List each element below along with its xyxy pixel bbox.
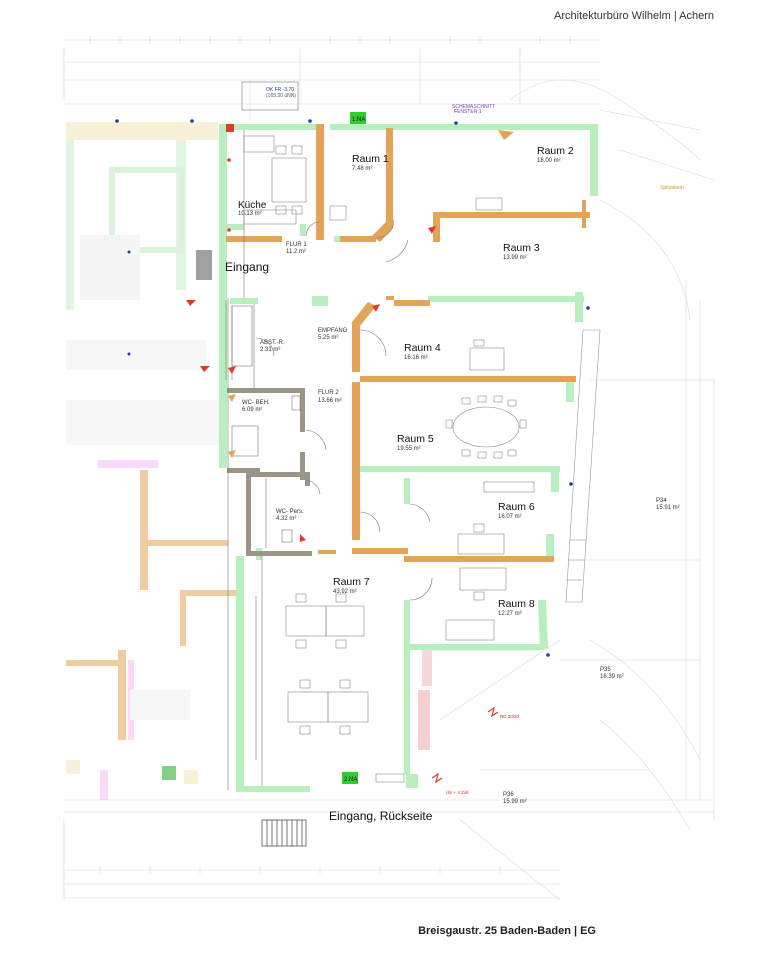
room-raum3: Raum 3 13.99 m² <box>503 242 540 261</box>
room-name: Raum 5 <box>397 433 434 445</box>
na-badge-2: 2.NA <box>342 772 358 784</box>
parcel-name: P34 <box>656 498 667 504</box>
room-name: Raum 7 <box>333 576 370 588</box>
schema-label: SCHEMASCHNITT <box>452 104 495 110</box>
project-address: Breisgaustr. 25 Baden-Baden | EG <box>418 925 596 937</box>
rd-label: RD 30/20 <box>500 714 520 719</box>
room-name: Raum 2 <box>537 145 574 157</box>
room-name: Raum 3 <box>503 242 540 254</box>
parcel-p36: P36 15.99 m² <box>503 792 527 805</box>
room-area: 12.27 m² <box>498 611 522 617</box>
room-raum7: Raum 7 43.92 m² <box>333 576 370 595</box>
room-flur2: FLUR 2 13.66 m² <box>318 390 342 404</box>
parcel-p34: P34 15.91 m² <box>656 498 680 511</box>
room-name: WC- Pers. <box>276 509 304 515</box>
room-name: Raum 1 <box>352 153 389 165</box>
room-name: FLUR 2 <box>318 390 339 396</box>
fenster-label: FENSTER 1 <box>454 109 482 115</box>
room-name: EMPFANG <box>318 328 348 334</box>
parcel-area: 15.99 m² <box>503 799 527 805</box>
na-label-2: 2.NA <box>344 777 357 783</box>
ok-fr-sub-label: (165.30 üNN) <box>266 93 296 99</box>
room-raum4: Raum 4 16.16 m² <box>404 342 441 361</box>
room-area: 10.13 m² <box>238 211 262 217</box>
inner-linework <box>225 130 433 790</box>
room-area: 43.92 m² <box>333 589 357 595</box>
wc-walls <box>227 388 312 556</box>
room-flur1: FLUR 1 11.2 m² <box>286 242 307 255</box>
room-name: Raum 8 <box>498 598 535 610</box>
parcel-name: P35 <box>600 667 611 673</box>
ue-label: ÜK + 4 Zoll <box>446 789 468 795</box>
room-abst: ABST.-R. 2.31 m² <box>260 340 285 353</box>
rear-entrance-label: Eingang, Rückseite <box>329 809 433 823</box>
rear-stairs <box>261 819 307 847</box>
room-wcbeh: WC- BEH. 6.09 m² <box>242 400 270 413</box>
ok-fr-label: OK FR -3.70 <box>266 87 294 93</box>
room-area: 19.55 m² <box>397 446 421 452</box>
parcel-p35: P35 16.39 m² <box>600 667 624 680</box>
background-linework <box>63 39 715 901</box>
room-raum6: Raum 6 16.07 m² <box>498 501 535 520</box>
parcel-name: P36 <box>503 792 514 798</box>
room-area: 13.66 m² <box>318 398 342 404</box>
room-kueche: Küche 10.13 m² <box>238 200 267 217</box>
room-area: 4.32 m² <box>276 516 296 522</box>
room-wcpers: WC- Pers. 4.32 m² <box>276 509 304 522</box>
entrance-label: Eingang <box>225 260 269 274</box>
room-name: ABST.-R. <box>260 340 285 346</box>
parcel-area: 15.91 m² <box>656 505 680 511</box>
furniture <box>243 135 535 783</box>
room-area: 18.00 m² <box>537 158 561 164</box>
room-raum2: Raum 2 18.00 m² <box>537 145 574 164</box>
room-area: 6.09 m² <box>242 407 262 413</box>
room-raum1: Raum 1 7.48 m² <box>352 153 389 172</box>
neighbor-building <box>66 122 236 800</box>
room-area: 16.16 m² <box>404 355 428 361</box>
top-annotation-box: OK FR -3.70 (165.30 üNN) <box>241 81 299 111</box>
parcel-area: 16.39 m² <box>600 674 624 680</box>
blue-markers <box>115 119 590 657</box>
na-badge-1: 1.NA <box>350 112 366 124</box>
room-area: 13.99 m² <box>503 255 527 261</box>
office-name: Architekturbüro Wilhelm | Achern <box>554 10 714 22</box>
room-empfang: EMPFANG 5.25 m² <box>318 328 348 341</box>
room-area: 16.07 m² <box>498 514 522 520</box>
dimension-ticks <box>89 36 571 874</box>
room-area: 7.48 m² <box>352 166 372 172</box>
room-name: Raum 6 <box>498 501 535 513</box>
fire-markers <box>186 124 514 784</box>
room-area: 2.31 m² <box>260 347 280 353</box>
tree-label: Spitzahorn <box>660 185 684 191</box>
room-name: Küche <box>238 200 267 211</box>
room-area: 5.25 m² <box>318 335 338 341</box>
na-label-1: 1.NA <box>352 117 365 123</box>
room-area: 11.2 m² <box>286 249 306 255</box>
room-raum8: Raum 8 12.27 m² <box>498 598 535 617</box>
room-name: Raum 4 <box>404 342 441 354</box>
room-name: FLUR 1 <box>286 242 307 248</box>
room-raum5: Raum 5 19.55 m² <box>397 433 434 452</box>
facade-strip <box>565 329 601 603</box>
room-name: WC- BEH. <box>242 400 270 406</box>
interior-walls <box>226 124 590 562</box>
exterior-walls <box>219 124 598 792</box>
